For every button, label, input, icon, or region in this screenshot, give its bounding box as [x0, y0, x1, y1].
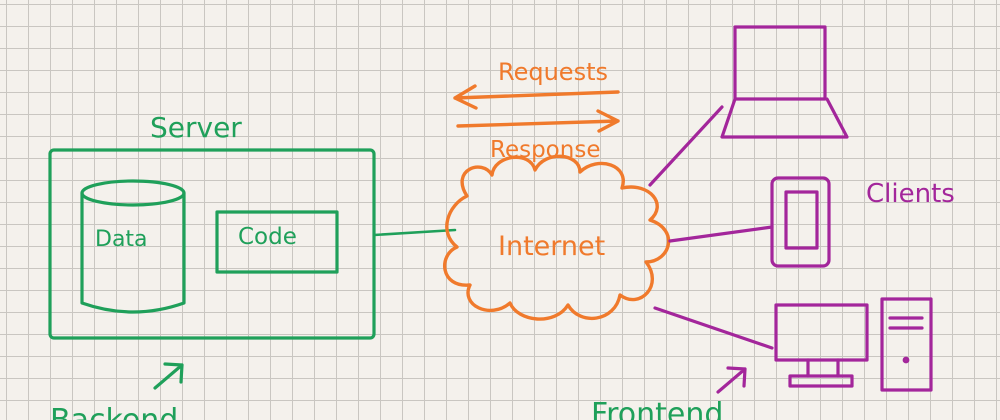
laptop-icon: [720, 25, 849, 139]
frontend-arrow-icon: [716, 366, 747, 394]
requests-arrow-icon: [453, 84, 620, 110]
frontend-label: Frontend: [591, 397, 723, 420]
requests-label: Requests: [498, 58, 608, 86]
tablet-icon: [770, 176, 831, 268]
code-box: [215, 210, 339, 274]
laptop-link: [648, 105, 724, 187]
backend-arrow-icon: [153, 362, 184, 390]
server-internet-link: [372, 228, 457, 237]
desktop-icon: [774, 297, 933, 392]
desktop-link: [653, 306, 774, 350]
database-icon: [80, 179, 186, 314]
server-box: [48, 148, 376, 340]
internet-group: [443, 84, 671, 321]
tablet-link: [668, 225, 774, 243]
server-title: Server: [150, 111, 242, 144]
backend-label: Backend: [50, 403, 178, 420]
cloud-icon: [443, 154, 671, 321]
code-label: Code: [238, 224, 297, 250]
server-group: [48, 148, 457, 390]
clients-title: Clients: [866, 179, 955, 209]
response-arrow-icon: [456, 109, 620, 133]
internet-label: Internet: [498, 231, 605, 262]
clients-group: [648, 25, 933, 394]
database-label: Data: [95, 227, 148, 252]
response-label: Response: [490, 137, 600, 163]
